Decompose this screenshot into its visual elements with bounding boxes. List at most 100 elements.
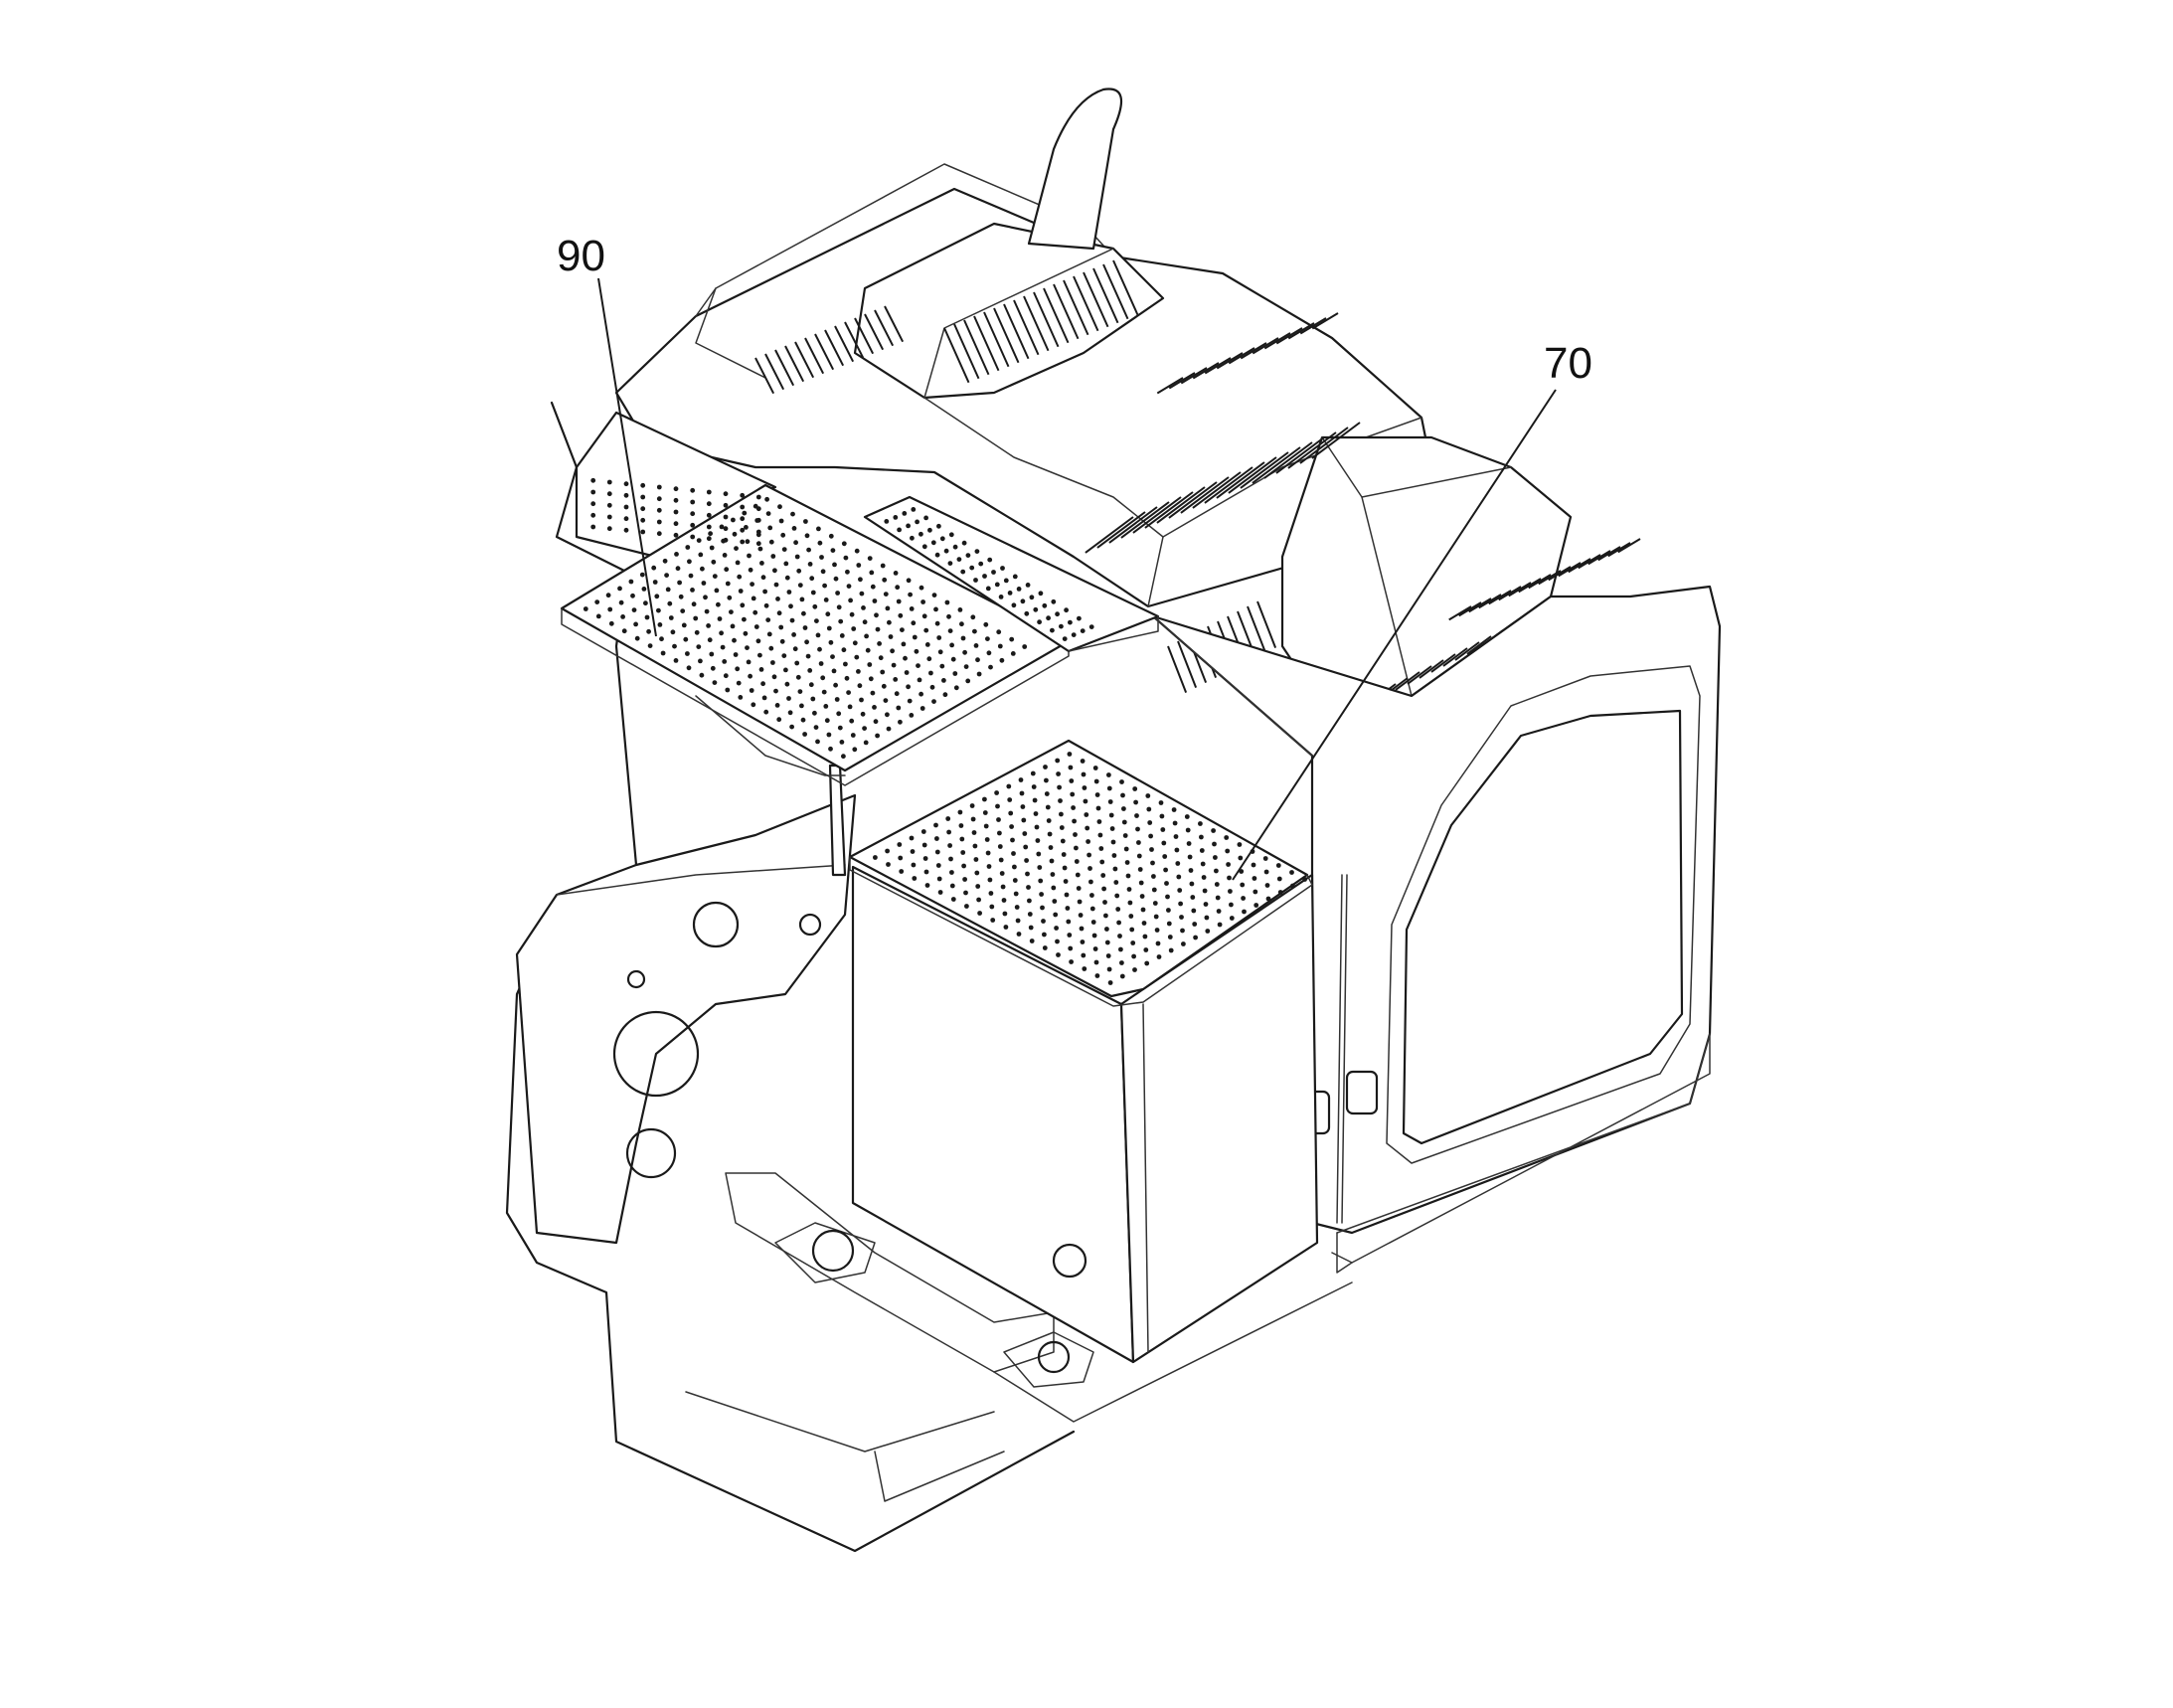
perforation-hole (1068, 765, 1074, 770)
perforation-hole (795, 674, 801, 680)
perforation-hole (917, 677, 922, 683)
perforation-hole (1015, 918, 1021, 924)
perforation-hole (743, 630, 749, 636)
perforation-hole (804, 639, 809, 645)
perforation-hole (659, 636, 664, 642)
perforation-hole (891, 662, 897, 668)
perforation-hole (640, 482, 646, 488)
perforation-hole (813, 725, 819, 730)
perforation-hole (875, 733, 880, 739)
grille-slot (1180, 367, 1208, 385)
perforation-hole (950, 897, 956, 902)
perforation-hole (1055, 939, 1060, 944)
perforation-hole (621, 628, 627, 634)
perforation-hole (991, 570, 996, 575)
perforation-hole (709, 545, 715, 551)
perforation-hole (906, 523, 911, 529)
perforation-hole (912, 634, 918, 640)
perforation-hole (984, 837, 990, 842)
perforation-hole (977, 911, 982, 916)
perforation-hole (933, 606, 938, 612)
perforation-hole (1192, 922, 1198, 927)
perforation-hole (930, 540, 936, 546)
perforation-hole (681, 622, 687, 628)
grille-slot (1063, 279, 1089, 336)
perforation-hole (856, 669, 861, 674)
perforation-hole (685, 545, 691, 550)
perforation-hole (1213, 855, 1218, 860)
perforation-hole (656, 484, 662, 490)
perforation-hole (1129, 927, 1135, 933)
perforation-hole (1012, 864, 1017, 870)
perforation-hole (706, 512, 712, 518)
perforation-hole (723, 502, 729, 508)
perforation-hole (1055, 611, 1060, 617)
perforation-hole (1200, 861, 1206, 867)
perforation-hole (763, 602, 769, 608)
perforation-hole (893, 515, 899, 520)
perforation-hole (640, 506, 646, 512)
perforation-hole (934, 836, 939, 841)
perforation-hole (770, 554, 776, 559)
perforation-hole (1078, 913, 1084, 918)
perforation-hole (986, 864, 992, 869)
perforation-hole (1024, 610, 1030, 616)
grille-slot (1578, 554, 1601, 570)
perforation-hole (797, 583, 803, 588)
perforation-hole (870, 584, 876, 590)
perforation-hole (1048, 845, 1054, 850)
perforation-hole (687, 559, 692, 565)
perforation-hole (723, 526, 729, 532)
perforation-hole (976, 671, 982, 677)
perforation-hole (673, 521, 679, 527)
perforation-hole (893, 571, 899, 576)
perforation-hole (1262, 856, 1268, 861)
perforation-hole (915, 519, 919, 525)
perforation-hole (910, 849, 916, 854)
perforation-hole (1000, 884, 1006, 890)
perforation-hole (914, 648, 919, 654)
perforation-hole (606, 526, 612, 532)
perforation-hole (617, 586, 622, 592)
perforation-hole (929, 684, 935, 690)
perforation-hole (806, 547, 811, 553)
perforation-hole (690, 511, 696, 517)
perforation-hole (1042, 602, 1048, 608)
perforation-hole (623, 516, 629, 522)
perforation-hole (841, 541, 847, 547)
perforation-hole (972, 628, 977, 634)
perforation-hole (1139, 894, 1145, 899)
perforation-hole (985, 586, 991, 592)
perforation-hole (974, 870, 980, 876)
perforation-hole (1180, 928, 1185, 934)
grille-slot (1252, 446, 1301, 484)
perforation-hole (920, 829, 926, 834)
perforation-hole (753, 624, 759, 629)
perforation-hole (990, 918, 996, 923)
perforation-hole (1049, 858, 1055, 864)
grille-slot (1204, 357, 1232, 375)
perforation-hole (1088, 879, 1093, 885)
perforation-hole (847, 704, 853, 710)
perforation-hole (1119, 973, 1125, 979)
perforation-hole (723, 514, 729, 520)
perforation-hole (1175, 861, 1181, 866)
perforation-hole (1137, 867, 1143, 872)
perforation-hole (883, 592, 889, 597)
perforation-hole (724, 567, 730, 573)
grille-slot (1053, 283, 1080, 340)
perforation-hole (903, 655, 908, 661)
grille-slot (1299, 427, 1349, 464)
grille-slot (1263, 441, 1313, 479)
perforation-hole (1227, 875, 1232, 881)
perforation-hole (674, 552, 679, 557)
perforation-hole (1275, 863, 1281, 868)
perforation-hole (768, 645, 774, 651)
grille-slot (1478, 594, 1502, 609)
perforation-hole (997, 830, 1002, 836)
perforation-hole (716, 601, 721, 607)
perforation-hole (1089, 893, 1094, 898)
perforation-hole (902, 511, 908, 516)
perforation-hole (784, 575, 790, 581)
perforation-hole (1062, 636, 1068, 641)
